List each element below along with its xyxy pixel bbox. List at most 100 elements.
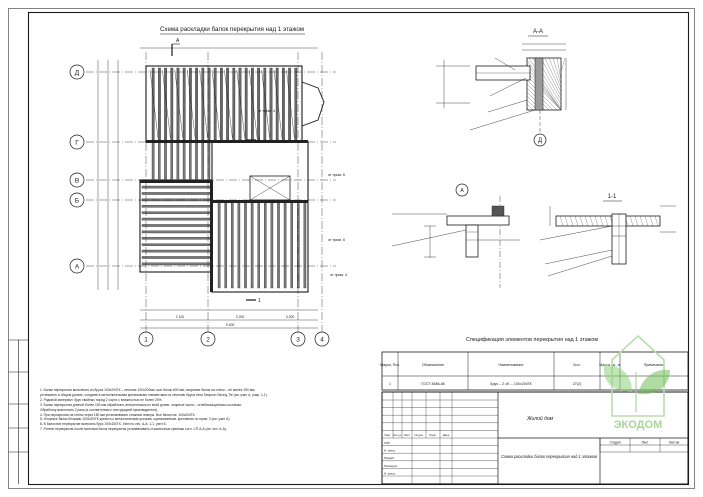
hatch-line — [528, 57, 562, 109]
note-line: 2. Рядовой материал: брус хвойных пород … — [40, 397, 163, 402]
note-line: 6. В балочное перекрытие включить брус 1… — [40, 422, 167, 427]
floor-beam — [141, 192, 211, 195]
hatch-line — [569, 215, 574, 227]
girder — [212, 200, 308, 203]
column-axis-label: 2 — [206, 337, 210, 344]
svg-text:1: 1 — [258, 138, 261, 144]
section-1-1: 1-1 — [539, 194, 676, 277]
hatch-line — [649, 215, 654, 227]
hatch-line — [574, 215, 579, 227]
hatch-line — [594, 215, 599, 227]
column-axis-label: 1 — [144, 337, 148, 344]
beam-brace — [286, 69, 295, 139]
floor-beam — [277, 201, 280, 289]
beam-brace — [187, 69, 196, 139]
row-axis-bubble — [69, 192, 85, 208]
floor-beam — [141, 185, 211, 189]
beam-label-3: от прим. 6 — [328, 238, 345, 242]
plan-title: Схема раскладки балок перекрытия над 1 э… — [160, 26, 304, 33]
hatch-line — [526, 75, 562, 111]
bay-window — [301, 81, 325, 127]
floor-beam — [151, 141, 155, 181]
floor-beam — [257, 201, 260, 289]
floor-beam — [231, 201, 234, 289]
floor-beam — [141, 249, 211, 253]
spec-header: Примечание — [644, 363, 665, 367]
floor-beam — [297, 201, 300, 289]
floor-beam — [269, 67, 273, 141]
floor-beam — [282, 67, 285, 141]
svg-text:1-1: 1-1 — [608, 194, 617, 200]
floor-beam — [264, 201, 267, 289]
hatch-line — [544, 57, 562, 93]
svg-text:А-А: А-А — [533, 29, 543, 35]
hatch-line — [540, 57, 562, 97]
floor-beam — [182, 67, 186, 141]
floor-beam — [141, 205, 211, 208]
hatch-line — [560, 57, 566, 73]
floor-beam — [270, 201, 274, 289]
floor-beam — [195, 141, 198, 181]
hatch-line — [604, 215, 609, 227]
spec-cell: ГОСТ 8486-86 — [421, 382, 444, 386]
floor-beam — [141, 230, 211, 234]
note-line: Обработку выполнить 2 раза (в соответств… — [40, 407, 158, 412]
sheet-border-inner — [27, 11, 690, 486]
spec-header: Марка, Поз. — [380, 363, 400, 367]
column-axis-bubble — [200, 331, 216, 347]
floor-beam — [244, 201, 247, 289]
floor-beam — [141, 211, 211, 214]
stamp-label: Дата — [443, 433, 450, 437]
stamp-label: Кол.уч. — [393, 433, 402, 437]
row-axis-label: Б — [75, 197, 79, 204]
floor-beam — [141, 237, 211, 240]
floor-beam — [294, 67, 298, 141]
beam-brace — [236, 69, 245, 139]
column-axis-bubble — [314, 331, 330, 347]
floor-beam — [189, 141, 192, 181]
floor-beam — [170, 141, 173, 181]
floor-beam — [164, 141, 167, 181]
hatch-line — [526, 59, 562, 111]
beam-brace — [211, 69, 221, 139]
row-axis-bubble — [69, 172, 85, 188]
floor-beam — [158, 141, 161, 181]
floor-beam — [141, 262, 211, 266]
bottom-dimensions: 2 100 3 200 3 200 9 400 — [140, 309, 318, 329]
stamp-role-label: Проверил — [384, 464, 398, 468]
floor-beam — [237, 201, 241, 289]
svg-text:ЭКОДОМ: ЭКОДОМ — [614, 419, 663, 431]
beam-label-2: от прим. 6 — [328, 173, 345, 177]
beam-brace — [162, 69, 171, 139]
beam-brace — [199, 69, 208, 139]
svg-text:Д: Д — [538, 138, 542, 144]
stamp-building-name: Жилой дом — [526, 415, 554, 422]
beam-brace — [261, 69, 270, 139]
beam-label-4: от прим. 4 — [330, 273, 347, 277]
hatch-line — [639, 215, 644, 227]
stamp-role-label: ГИП — [384, 441, 390, 445]
binding-strip — [8, 339, 29, 484]
section-a-a: А-А Д — [436, 29, 567, 147]
floor-beam — [141, 256, 211, 259]
floor-beam — [141, 224, 211, 227]
beam-brace — [273, 69, 283, 139]
svg-text:3 200: 3 200 — [236, 315, 245, 319]
spec-header: Обозначение — [422, 363, 444, 367]
floor-beam — [217, 201, 221, 289]
beam-label-1: от прим. 4 — [258, 109, 275, 113]
beam-brace — [174, 69, 183, 139]
hatch-line — [589, 215, 594, 227]
hatch-line — [526, 107, 530, 111]
stamp-label: Подп. — [429, 433, 437, 437]
spec-frame — [381, 351, 689, 391]
spec-cell: 27(2) — [573, 382, 581, 386]
stamp-col-label: Листов — [669, 441, 680, 445]
note-line: 5. Опорные балки блоками 100х200ГК крепи… — [40, 417, 231, 422]
node-a: А — [391, 183, 520, 288]
floor-beam — [176, 141, 180, 181]
hatch-line — [654, 215, 659, 227]
